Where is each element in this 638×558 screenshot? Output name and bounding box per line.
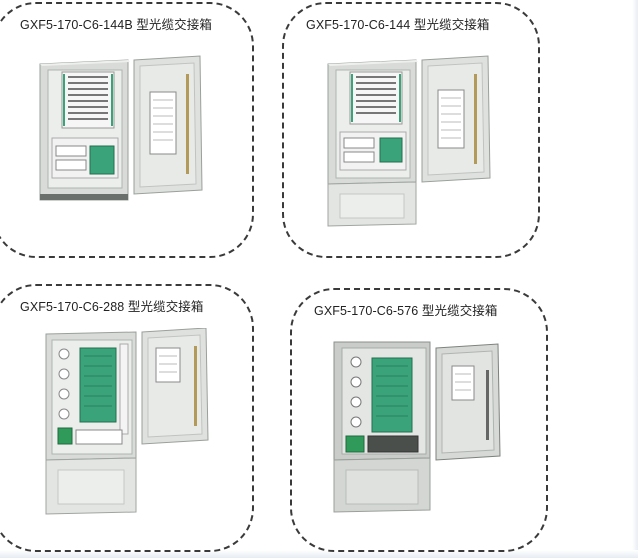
product-title: GXF5-170-C6-576 型光缆交接箱	[314, 304, 498, 318]
product-title: GXF5-170-C6-144 型光缆交接箱	[306, 18, 490, 32]
product-card-1[interactable]: GXF5-170-C6-144B 型光缆交接箱	[0, 2, 254, 258]
cabinet-image-144b	[39, 55, 203, 201]
cabinet-image-288	[45, 328, 209, 515]
product-title: GXF5-170-C6-144B 型光缆交接箱	[20, 18, 212, 32]
product-card-2[interactable]: GXF5-170-C6-144 型光缆交接箱	[282, 2, 540, 258]
cabinet-image-144	[327, 55, 491, 227]
product-card-3[interactable]: GXF5-170-C6-288 型光缆交接箱	[0, 284, 254, 552]
page-edge-shadow	[632, 0, 638, 558]
product-card-4[interactable]: GXF5-170-C6-576 型光缆交接箱	[290, 288, 548, 552]
product-title: GXF5-170-C6-288 型光缆交接箱	[20, 300, 204, 314]
cabinet-image-576	[333, 341, 501, 513]
page-bottom-shadow	[0, 550, 638, 558]
